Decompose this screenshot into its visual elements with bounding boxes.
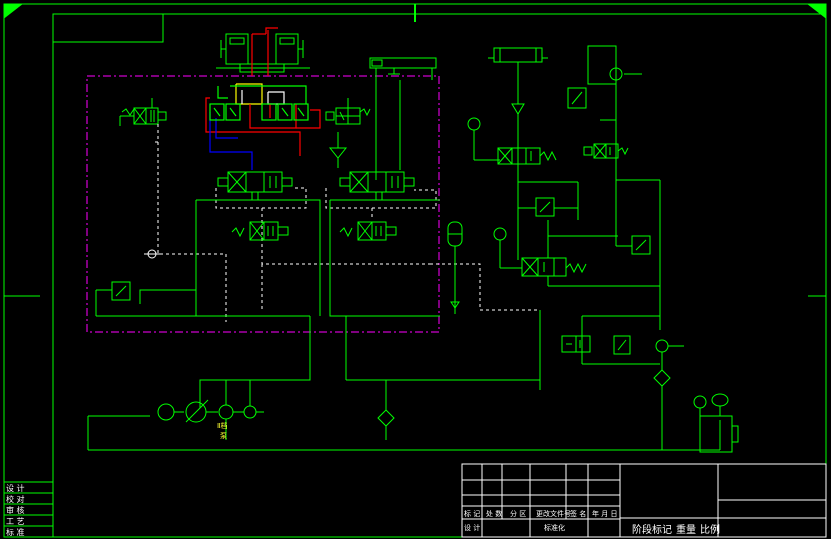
tb-rev-4: 更改文件号 (536, 509, 571, 518)
pump-label-line2: 泵 (220, 432, 227, 440)
top-red-lines (251, 27, 278, 76)
tb-rev-5: 签 名 (570, 509, 586, 518)
tb-rev-3: 分 区 (510, 509, 526, 518)
right-relief-2 (615, 100, 661, 330)
lower-valve-right (339, 221, 397, 241)
tb-design: 设 计 (464, 523, 480, 532)
right-gauge-top (467, 117, 500, 161)
right-directional-valve (325, 98, 371, 125)
right-pump-motor (653, 339, 684, 450)
tb-rev-1: 标 记 (464, 509, 480, 518)
right-cylinder (488, 47, 548, 260)
side-row-4: 工 艺 (6, 517, 25, 526)
middle-valve-right (339, 171, 415, 200)
tb-weight: 重量 (676, 523, 696, 536)
accumulator (447, 221, 463, 314)
bank-cylinder (369, 57, 437, 180)
pump-label-line1: Ⅱ档 (217, 421, 227, 430)
title-block-revision-row: 标 记 处 数 分 区 更改文件号 签 名 年 月 日 (464, 509, 617, 518)
tb-rev-2: 处 数 (486, 509, 502, 518)
side-row-1: 设 计 (6, 483, 25, 493)
system-boundary (86, 75, 440, 333)
pump-group (87, 380, 264, 450)
top-twin-cylinders (216, 33, 310, 73)
shuttle-valve (144, 249, 160, 259)
middle-valve-left (217, 171, 293, 200)
right-valve-2 (583, 143, 629, 159)
right-valve-1 (497, 147, 557, 165)
right-reservoir (693, 393, 739, 453)
side-row-5: 标 准 (6, 527, 25, 537)
tank-lines (88, 420, 721, 451)
right-relief-1 (518, 197, 578, 217)
tb-rev-6: 年 月 日 (592, 509, 617, 518)
central-valve-bank (205, 83, 321, 170)
side-block (3, 481, 54, 538)
right-pressure-switch (567, 45, 642, 109)
check-valve (328, 132, 348, 168)
tb-stage-mark: 阶段标记 (632, 523, 672, 536)
right-piping (518, 100, 618, 258)
tb-scale: 比例 (700, 523, 720, 536)
tb-standard: 标准化 (544, 523, 565, 532)
left-directional-valve (119, 98, 167, 126)
title-block (461, 463, 827, 538)
side-row-2: 校 对 (6, 494, 25, 504)
right-valve-3 (521, 257, 660, 287)
lower-valve-left (231, 221, 289, 241)
side-row-3: 审 核 (6, 505, 25, 515)
drawing-frame (3, 3, 827, 538)
bottom-filter (346, 310, 541, 440)
right-gauge-mid (493, 227, 522, 269)
right-valve-4 (561, 315, 660, 365)
relief-valve-left (95, 281, 196, 317)
